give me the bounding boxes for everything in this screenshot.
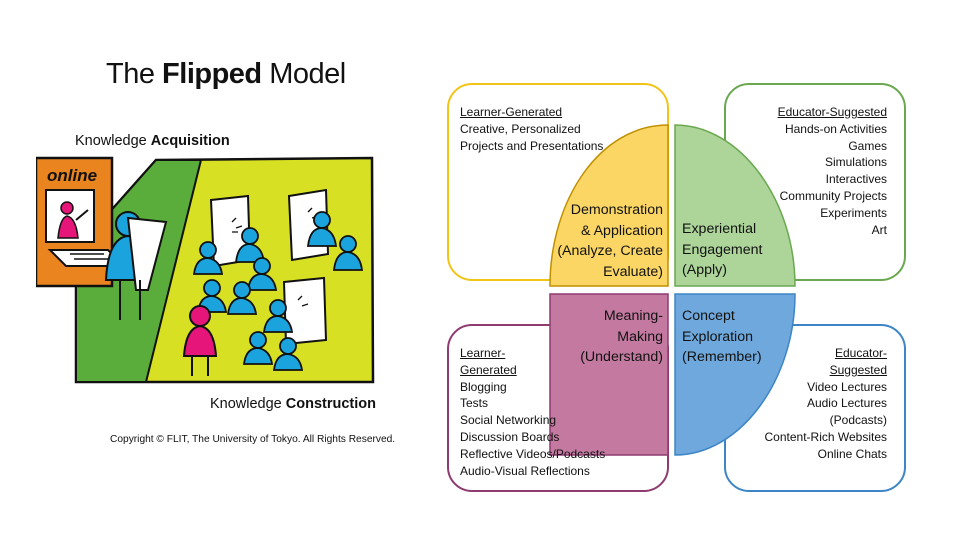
center-line: (Apply) [682, 262, 727, 278]
center-line: (Remember) [682, 349, 762, 365]
panel-item: Simulations [824, 155, 887, 170]
knowledge-construction-label: Knowledge Construction [210, 396, 376, 412]
educator-suggested-bottom-panel: Educator- Suggested Video Lectures Audio… [760, 345, 888, 463]
panel-heading: Suggested [829, 362, 887, 377]
flipped-model-title: The Flipped Model [106, 58, 346, 90]
panel-item: Audio-Visual Reflections [460, 463, 590, 478]
panel-item: Art [871, 222, 887, 237]
center-line: Demonstration [570, 202, 663, 218]
knowledge-acquisition-label: Knowledge Acquisition [75, 133, 230, 149]
panel-item: Online Chats [817, 446, 887, 461]
panel-heading: Educator-Suggested [777, 105, 887, 119]
center-line: Engagement [682, 241, 763, 258]
flipped-classroom-illustration [36, 156, 375, 384]
online-label: online [47, 166, 98, 185]
panel-item: Video Lectures [807, 379, 887, 394]
panel-item: Games [848, 138, 887, 153]
panel-item: Experiments [820, 205, 887, 220]
meaning-making-label: Meaning- Making (Understand) [560, 306, 663, 368]
learning-quadrant-diagram [447, 83, 906, 492]
center-line: Making [617, 328, 663, 345]
panel-item: Content-Rich Websites [764, 429, 888, 444]
quadrant-experiential [674, 124, 796, 287]
panel-heading: Learner-Generated [460, 105, 563, 119]
center-line: Meaning- [603, 308, 663, 324]
learner-generated-bottom-panel: Learner- Generated Blogging Tests Social… [460, 345, 605, 479]
panel-heading: Educator- [834, 346, 887, 360]
center-line: (Analyze, Create [557, 243, 663, 259]
panel-item: Community Projects [779, 188, 887, 203]
educator-suggested-top-panel: Educator-Suggested Hands-on Activities G… [760, 104, 887, 238]
center-line: Experiential [682, 221, 757, 237]
learner-generated-top-panel: Learner-Generated Creative, Personalized… [460, 104, 603, 154]
panel-item: Audio Lectures [806, 396, 887, 411]
copyright-notice: Copyright © FLIT, The University of Toky… [110, 434, 396, 445]
quadrant-meaning-making [549, 293, 669, 456]
panel-item: Tests [460, 396, 489, 411]
panel-heading: Generated [460, 362, 517, 377]
panel-heading: Learner- [460, 346, 506, 360]
experiential-engagement-label: Experiential Engagement (Apply) [682, 219, 762, 281]
panel-item: Projects and Presentations [460, 138, 604, 153]
concept-exploration-label: Concept Exploration (Remember) [682, 306, 762, 368]
panel-item: Discussion Boards [460, 429, 560, 444]
center-line: Exploration [682, 328, 753, 345]
center-line: Concept [682, 308, 735, 324]
panel-item: Creative, Personalized [460, 121, 581, 136]
panel-item: Interactives [825, 172, 887, 187]
panel-item: Hands-on Activities [784, 121, 887, 136]
panel-item: Blogging [460, 379, 507, 394]
panel-item: Reflective Videos/Podcasts [460, 446, 606, 461]
quadrant-demonstration [549, 124, 669, 287]
panel-item: (Podcasts) [829, 413, 887, 428]
center-line: (Understand) [580, 349, 663, 365]
center-line: & Application [580, 222, 663, 239]
demonstration-application-label: Demonstration & Application (Analyze, Cr… [550, 200, 663, 282]
quadrant-concept [674, 293, 796, 456]
panel-item: Social Networking [460, 413, 557, 428]
center-line: Evaluate) [603, 263, 663, 280]
